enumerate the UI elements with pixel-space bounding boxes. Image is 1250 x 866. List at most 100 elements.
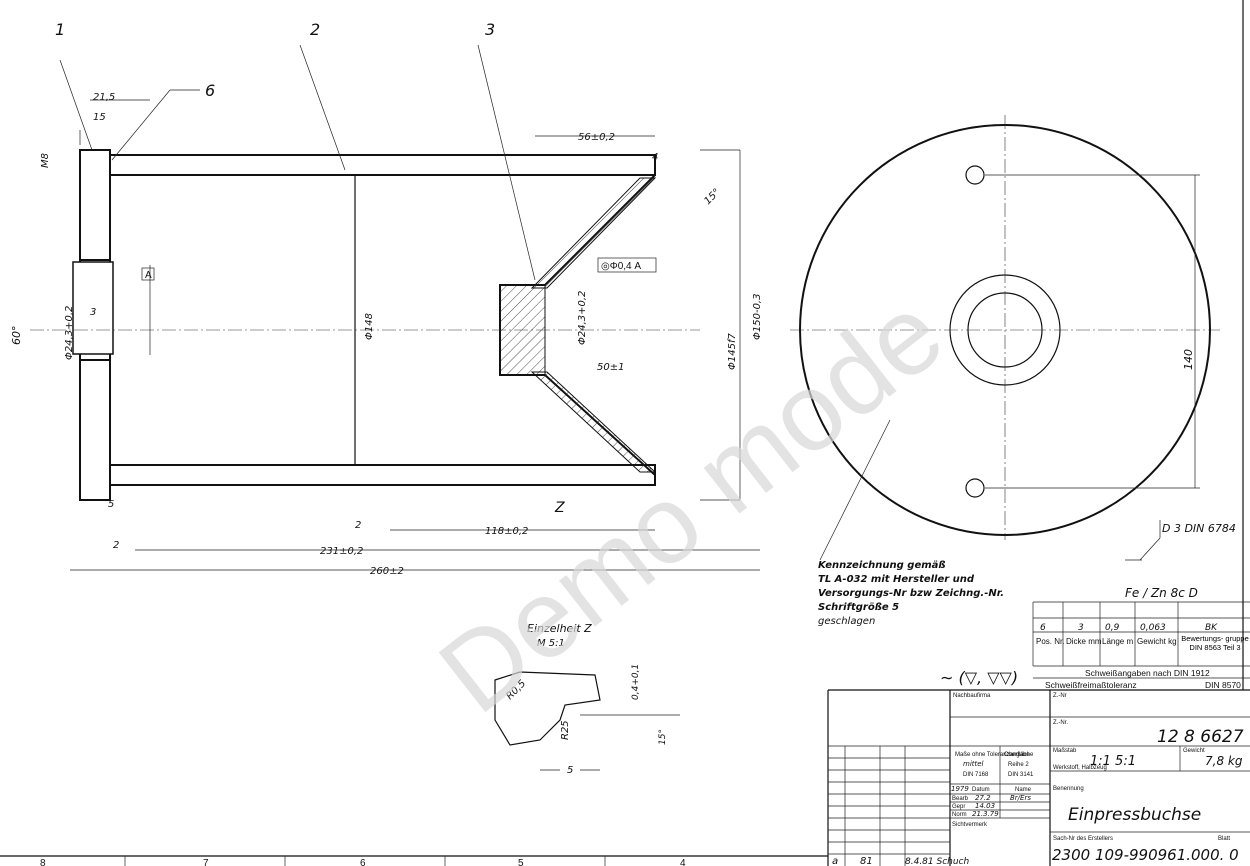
svg-text:M 5:1: M 5:1 (537, 638, 565, 649)
svg-text:5: 5 (518, 858, 524, 866)
datum-a: A (145, 270, 152, 281)
surface-symbols: ∼ (▽, ▽▽) (940, 668, 1018, 687)
svg-text:81: 81 (860, 856, 873, 866)
svg-text:6: 6 (1040, 623, 1046, 633)
dim-15: 15 (93, 112, 106, 123)
svg-text:7,8 kg: 7,8 kg (1205, 754, 1243, 768)
svg-text:Versorgungs-Nr bzw Zeichng.-Nr: Versorgungs-Nr bzw Zeichng.-Nr. (818, 588, 1004, 599)
dim-4: 4 (652, 152, 658, 163)
dim-d145: Φ145f7 (727, 333, 738, 370)
svg-text:Sach-Nr des Erstellers: Sach-Nr des Erstellers (1053, 836, 1113, 842)
svg-text:6: 6 (360, 858, 366, 866)
svg-text:1:1 5:1: 1:1 5:1 (1090, 754, 1136, 769)
svg-text:DIN 8570: DIN 8570 (1205, 680, 1241, 690)
dim-2a: 2 (113, 540, 119, 551)
svg-text:8: 8 (40, 858, 46, 866)
svg-text:Datum: Datum (972, 787, 990, 793)
zone-strip: 8 7 6 5 4 (0, 855, 828, 866)
dim-21-5: 21,5 (93, 92, 115, 103)
svg-text:5: 5 (567, 765, 573, 776)
svg-text:Sichtvermerk: Sichtvermerk (952, 822, 988, 828)
svg-text:0,4+0,1: 0,4+0,1 (631, 664, 641, 700)
svg-text:Gewicht: Gewicht (1183, 748, 1205, 754)
svg-text:Z.-Nr.: Z.-Nr. (1053, 720, 1068, 726)
svg-text:Kennzeichnung gemäß: Kennzeichnung gemäß (818, 560, 946, 571)
title-block: Nachbaufirma Z.-Nr Z.-Nr. 12 8 6627 Maße… (827, 689, 1250, 866)
svg-text:Bearb: Bearb (952, 796, 969, 802)
dim-3: 3 (90, 307, 96, 318)
weld-table: 6 3 0,9 0,063 BK Pos. Nr. Dicke mm Länge… (1032, 601, 1250, 691)
svg-text:Gepr: Gepr (952, 804, 965, 810)
part-number: 2300 109-990961.000. 0 (1052, 846, 1239, 864)
svg-text:21.3.79: 21.3.79 (972, 810, 999, 818)
weld-mark: D 3 DIN 6784 (1162, 522, 1236, 535)
svg-text:BK: BK (1205, 623, 1218, 633)
svg-text:DIN 3141: DIN 3141 (1008, 772, 1034, 778)
dim-118: 118±0,2 (485, 526, 528, 537)
end-view: 140 (790, 115, 1220, 561)
dim-260: 260±2 (370, 566, 404, 577)
svg-text:geschlagen: geschlagen (818, 616, 875, 627)
svg-text:TL A-032 mit Hersteller und: TL A-032 mit Hersteller und (818, 574, 975, 585)
svg-text:Reihe 2: Reihe 2 (1008, 762, 1029, 768)
position-2: 2 (310, 20, 320, 39)
dim-5: 5 (108, 499, 114, 510)
dim-m8: M8 (40, 153, 51, 168)
svg-text:7: 7 (203, 858, 209, 866)
svg-text:Name: Name (1015, 787, 1032, 793)
dim-d150: Φ150-0,3 (752, 294, 763, 340)
drawing-number: 12 8 6627 (1157, 727, 1244, 747)
dim-15deg: 15° (702, 187, 722, 207)
dim-d148: Φ148 (364, 313, 375, 340)
svg-text:Oberfläche: Oberfläche (1004, 752, 1034, 758)
dim-60deg: 60° (10, 326, 23, 346)
svg-text:Einzelheit Z: Einzelheit Z (527, 622, 592, 635)
svg-text:Gewicht kg: Gewicht kg (1137, 637, 1177, 646)
svg-text:15°: 15° (658, 729, 668, 745)
position-6: 6 (205, 81, 215, 100)
svg-text:Benennung: Benennung (1053, 786, 1084, 792)
svg-text:3: 3 (1078, 623, 1084, 633)
tolerance-frame: ◎Φ0,4 A (601, 261, 641, 272)
svg-text:Norm: Norm (952, 812, 967, 818)
svg-text:27.2: 27.2 (975, 794, 991, 802)
svg-text:14.03: 14.03 (975, 802, 995, 810)
svg-text:Schweißfreimaßtoleranz: Schweißfreimaßtoleranz (1045, 680, 1137, 690)
svg-text:Dicke mm: Dicke mm (1066, 637, 1102, 646)
dim-140: 140 (1182, 349, 1195, 370)
svg-text:0,063: 0,063 (1140, 623, 1166, 633)
svg-text:Pos. Nr.: Pos. Nr. (1036, 637, 1064, 646)
svg-text:0,9: 0,9 (1105, 623, 1120, 633)
dim-d24-3-left: Φ24,3+0,2 (64, 306, 75, 360)
detail-z-marker: Z (554, 500, 565, 516)
section-view: 1 2 3 6 21,5 15 M8 56±0,2 4 15° 60° Φ24,… (10, 20, 763, 577)
svg-text:R25: R25 (560, 720, 571, 740)
position-1: 1 (55, 20, 65, 39)
dim-2b: 2 (355, 520, 361, 531)
dim-56: 56±0,2 (578, 132, 615, 143)
dim-d24-3-right: Φ24,3+0,2 (577, 291, 588, 345)
svg-text:Z.-Nr: Z.-Nr (1053, 693, 1067, 699)
svg-text:Blatt: Blatt (1218, 836, 1230, 842)
svg-text:DIN 7168: DIN 7168 (963, 772, 989, 778)
svg-text:mittel: mittel (963, 760, 984, 768)
svg-text:Br/Ers: Br/Ers (1010, 794, 1031, 802)
marking-note: Kennzeichnung gemäß TL A-032 mit Herstel… (818, 560, 1004, 627)
dim-50: 50±1 (597, 362, 624, 373)
svg-text:4: 4 (680, 858, 686, 866)
svg-text:Maße ohne Toleranzangabe: Maße ohne Toleranzangabe (955, 752, 1030, 758)
svg-text:Nachbaufirma: Nachbaufirma (953, 693, 991, 699)
svg-text:1979: 1979 (951, 785, 969, 793)
coating-spec: Fe / Zn 8c D (1125, 586, 1198, 600)
svg-text:8.4.81 Schuch: 8.4.81 Schuch (905, 857, 970, 866)
svg-text:Maßstab: Maßstab (1053, 748, 1077, 754)
svg-text:Schweißangaben nach DIN 1912: Schweißangaben nach DIN 1912 (1085, 668, 1210, 678)
position-3: 3 (485, 20, 495, 39)
svg-text:Werkstoff, Halbzeug: Werkstoff, Halbzeug (1053, 765, 1107, 771)
svg-text:Länge m: Länge m (1102, 637, 1133, 646)
svg-text:Schriftgröße 5: Schriftgröße 5 (818, 602, 899, 613)
drawing-title: Einpressbuchse (1068, 805, 1201, 825)
dim-231: 231±0,2 (320, 546, 363, 557)
weld-header-group: Bewertungs- gruppe DIN 8563 Teil 3 (1181, 634, 1249, 652)
